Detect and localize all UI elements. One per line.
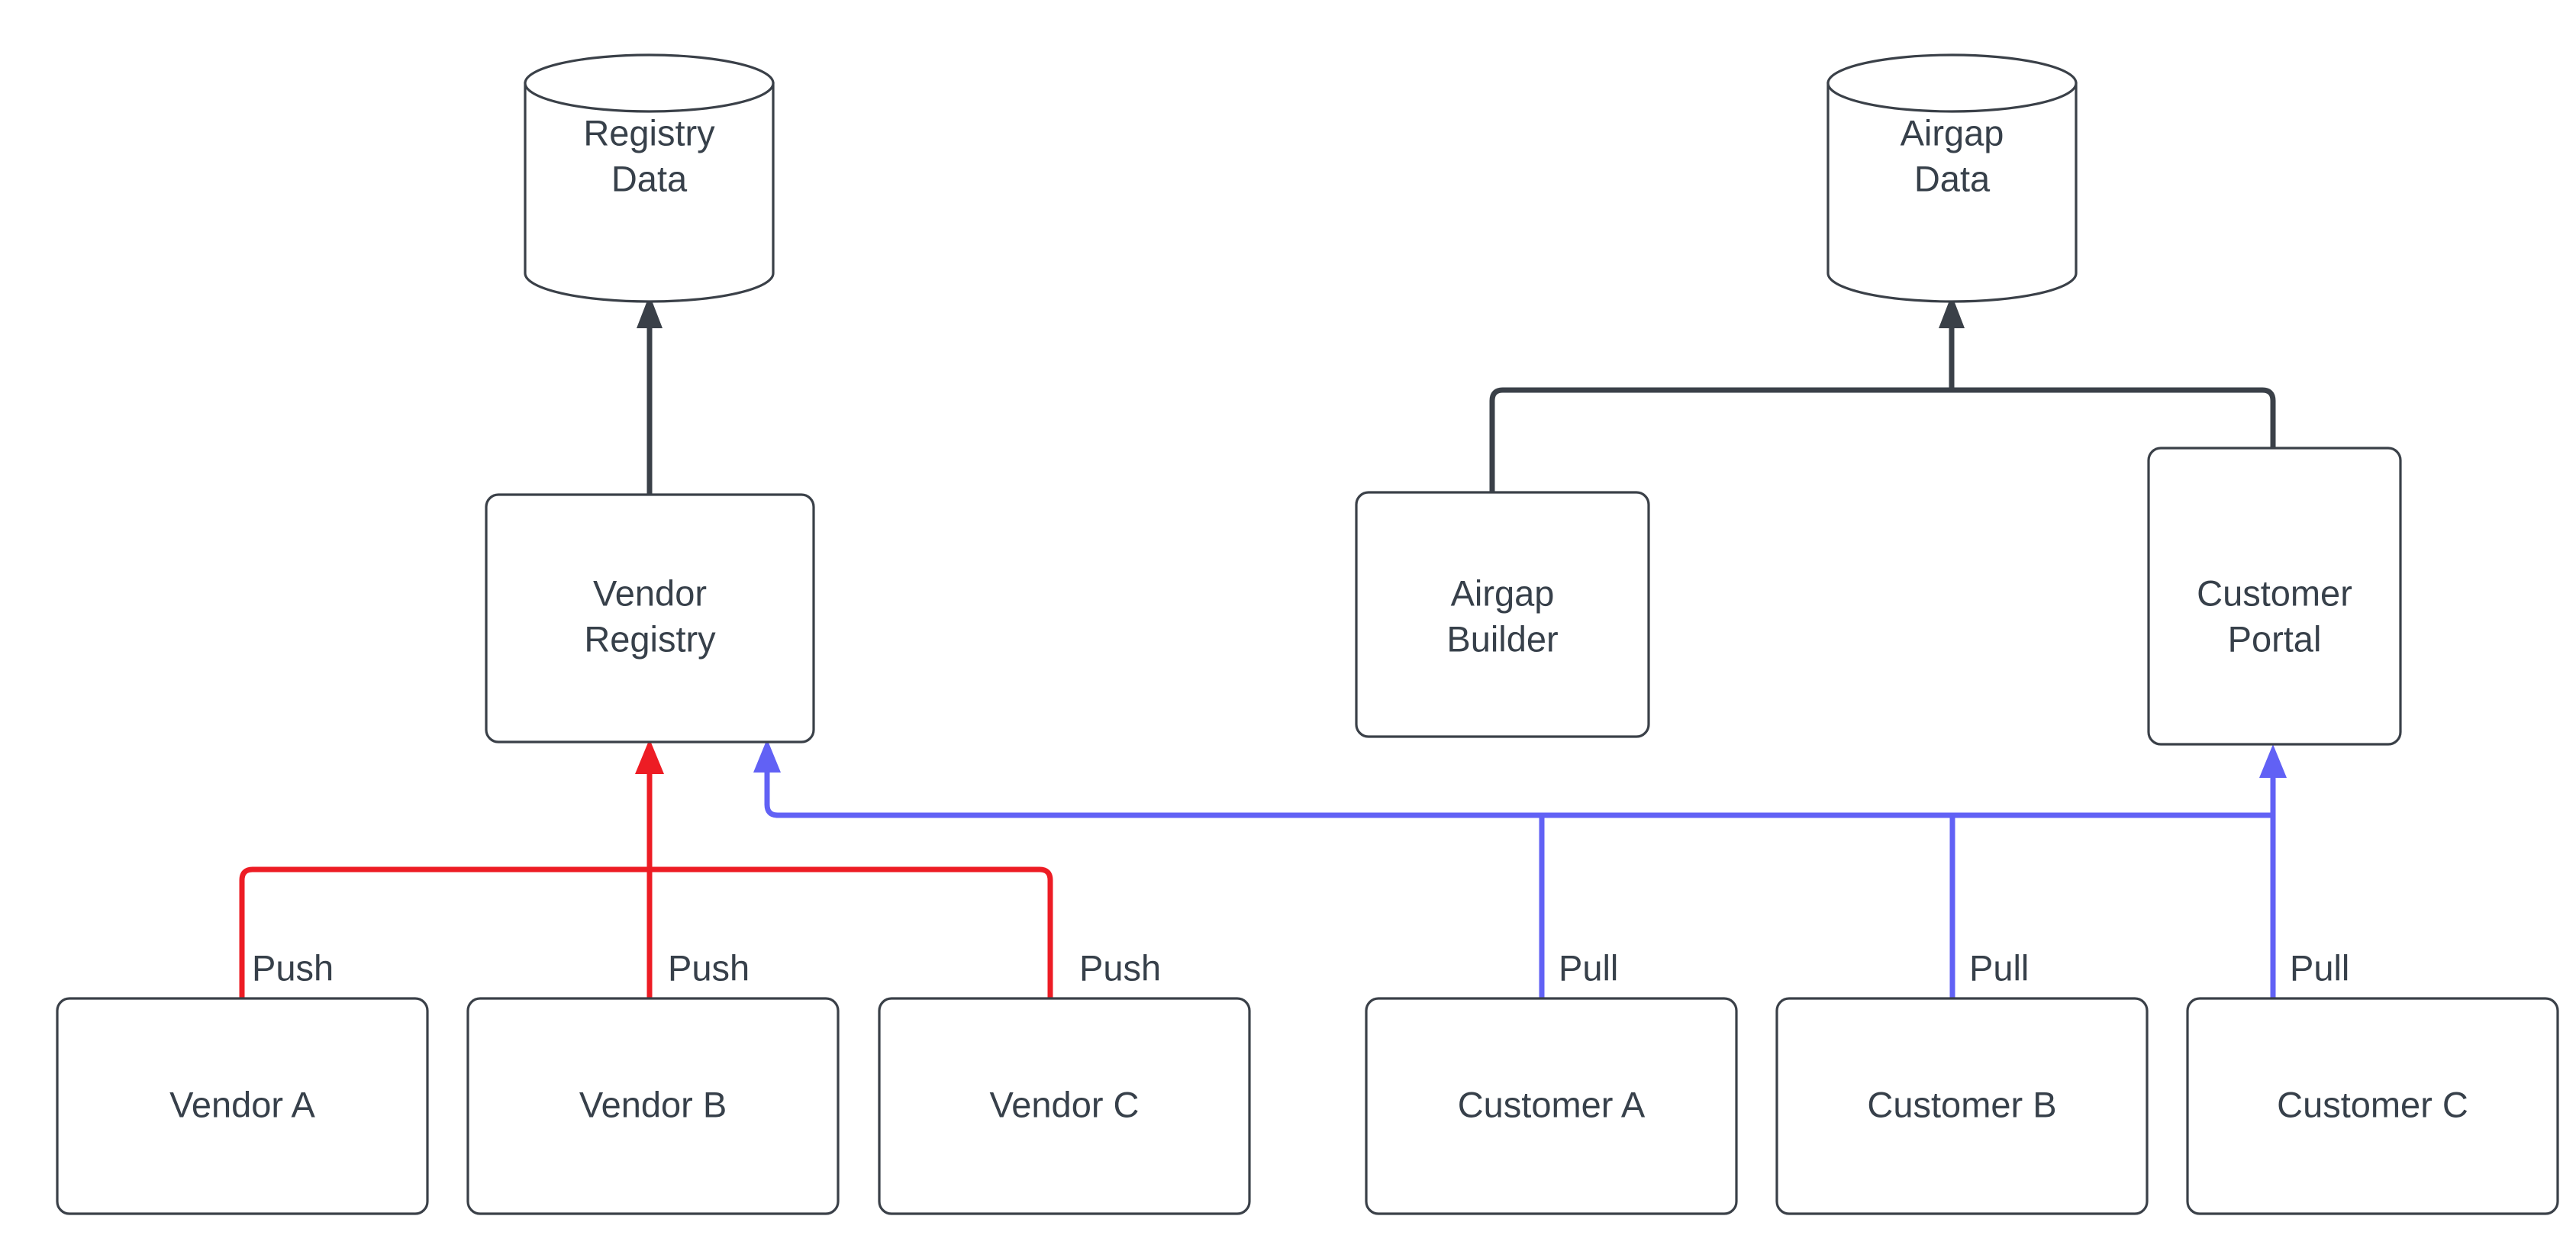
node-box — [485, 493, 815, 744]
arrowhead-up-icon — [637, 295, 663, 328]
node-label-line1: Customer — [2197, 573, 2352, 613]
node-customer-c[interactable]: Customer C — [2186, 997, 2559, 1215]
node-vendor-a[interactable]: Vendor A — [56, 997, 429, 1215]
cylinder-top-ellipse — [524, 53, 775, 113]
cylinder-body — [524, 82, 775, 303]
node-airgap-data[interactable]: Airgap Data — [1826, 53, 2078, 303]
connector-vendor-registry-to-registry-data — [637, 295, 663, 495]
node-box — [1775, 997, 2149, 1215]
connector-airgap-bus-riser — [1939, 295, 1965, 390]
node-label: Vendor C — [990, 1084, 1140, 1124]
node-label-line2: Portal — [2228, 618, 2322, 659]
node-box — [56, 997, 429, 1215]
connector-line — [650, 866, 1053, 998]
arrowhead-up-icon — [635, 739, 664, 774]
connector-customer-portal-to-airgap-data — [1952, 387, 2276, 448]
node-label: Vendor A — [169, 1084, 315, 1124]
node-label-line2: Registry — [584, 618, 716, 659]
node-registry-data[interactable]: Registry Data — [524, 53, 775, 303]
node-customer-portal[interactable]: Customer Portal — [2147, 447, 2402, 746]
node-box — [2186, 997, 2559, 1215]
connector-vendor-c-push — [650, 866, 1053, 998]
node-airgap-builder[interactable]: Airgap Builder — [1355, 491, 1650, 738]
node-label-line1: Registry — [583, 112, 715, 153]
cylinder-top-ellipse — [1826, 53, 2078, 113]
edge-label-pull-customer-c: Pull — [2290, 947, 2349, 988]
node-box — [878, 997, 1251, 1215]
node-box — [2147, 447, 2402, 746]
node-customer-b[interactable]: Customer B — [1775, 997, 2149, 1215]
edge-label-push-vendor-a: Push — [252, 947, 334, 988]
node-label-line1: Airgap — [1901, 112, 2004, 153]
edge-label-pull-customer-b: Pull — [1969, 947, 2029, 988]
node-label: Vendor B — [579, 1084, 727, 1124]
node-label-line2: Builder — [1446, 618, 1558, 659]
node-box — [1355, 491, 1650, 738]
node-box — [1365, 997, 1738, 1215]
node-customer-a[interactable]: Customer A — [1365, 997, 1738, 1215]
connector-line — [764, 763, 2273, 818]
connector-vendor-a-push — [239, 866, 650, 998]
node-box — [466, 997, 840, 1215]
edge-label-pull-customer-a: Pull — [1559, 947, 1618, 988]
node-vendor-registry[interactable]: Vendor Registry — [485, 493, 815, 744]
edge-label-push-vendor-b: Push — [668, 947, 750, 988]
node-label: Customer B — [1867, 1084, 2056, 1124]
arrowhead-up-icon — [1939, 295, 1965, 328]
node-vendor-c[interactable]: Vendor C — [878, 997, 1251, 1215]
node-label: Customer A — [1458, 1084, 1646, 1124]
node-label-line1: Airgap — [1451, 573, 1555, 613]
connector-line — [1952, 387, 2276, 448]
arrowhead-up-icon — [753, 739, 781, 773]
node-label: Customer C — [2277, 1084, 2468, 1124]
node-vendor-b[interactable]: Vendor B — [466, 997, 840, 1215]
edge-label-push-vendor-c: Push — [1079, 947, 1161, 988]
connector-airgap-builder-to-airgap-data — [1489, 387, 1952, 492]
node-label-line2: Data — [1914, 158, 1991, 198]
connector-line — [1489, 387, 1952, 492]
node-label-line2: Data — [611, 158, 688, 198]
cylinder-body — [1826, 82, 2078, 303]
connector-line — [239, 866, 650, 998]
connector-pull-bus — [753, 739, 2273, 818]
connector-vendor-b-push — [635, 739, 664, 998]
arrowhead-up-icon — [2259, 744, 2287, 778]
node-label-line1: Vendor — [593, 573, 707, 613]
connector-customer-c-pull — [2259, 744, 2287, 998]
